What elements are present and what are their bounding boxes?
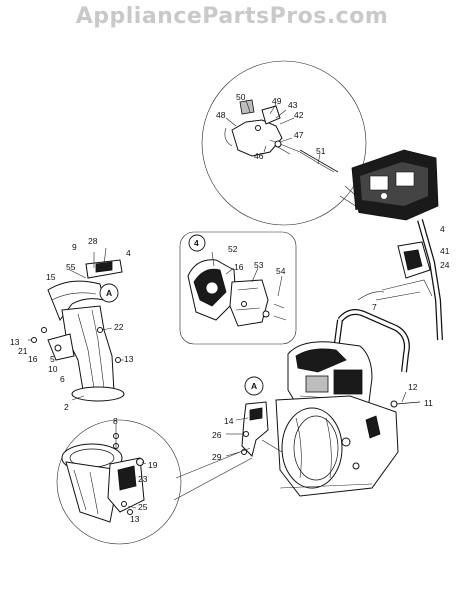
part-label: 51: [316, 146, 326, 156]
part-label: 24: [440, 260, 450, 270]
part-label: 7: [372, 302, 377, 312]
part-label: 22: [114, 322, 124, 332]
chute-mount-bracket: [225, 401, 283, 457]
callout-4-box: [188, 234, 206, 252]
part-label: 11: [424, 398, 433, 408]
bolt-hardware: [390, 391, 421, 408]
part-label: 50: [236, 92, 246, 102]
part-label: 43: [288, 100, 298, 110]
part-label: 48: [216, 110, 226, 120]
part-label: 13: [124, 354, 134, 364]
part-labels: 50 49 43 42 48 47 46 51 9 28 4 15 55 22 …: [10, 92, 450, 524]
part-label: 41: [440, 246, 450, 256]
callout-a-chute: [99, 283, 119, 303]
chute-assembly: [28, 247, 125, 402]
part-label: 23: [138, 474, 148, 484]
callout-a-housing: [244, 376, 264, 396]
detail-circle-cable: [201, 60, 367, 226]
part-label: 10: [48, 364, 58, 374]
part-label: 47: [294, 130, 304, 140]
detail-circle-chute-base: [56, 419, 182, 545]
callout-letter: 4: [194, 238, 199, 248]
part-label: 4: [126, 248, 131, 258]
part-label: 26: [212, 430, 222, 440]
part-label: 8: [113, 416, 118, 426]
part-label: 55: [66, 262, 76, 272]
part-label: 13: [10, 337, 20, 347]
engine-housing: [275, 291, 399, 497]
detail-box-gear: [179, 231, 297, 345]
part-label: 9: [72, 242, 77, 252]
part-label: 16: [28, 354, 38, 364]
part-label: 14: [224, 416, 234, 426]
part-label: 6: [60, 374, 65, 384]
part-label: 21: [18, 346, 28, 356]
part-label: 52: [228, 244, 238, 254]
detail-connector-line: [175, 447, 251, 479]
part-label: 2: [64, 402, 69, 412]
part-label: 4: [440, 224, 445, 234]
part-label: 53: [254, 260, 264, 270]
watermark-text: AppliancePartsPros.com: [75, 4, 389, 29]
callout-letter: A: [106, 288, 112, 298]
part-label: 54: [276, 266, 286, 276]
part-label: 13: [130, 514, 140, 524]
part-label: 29: [212, 452, 222, 462]
part-label: 12: [408, 382, 418, 392]
part-label: 16: [234, 262, 244, 272]
callout-letter: A: [251, 381, 257, 391]
part-label: 28: [88, 236, 98, 246]
part-label: 46: [254, 151, 264, 161]
part-label: 19: [148, 460, 158, 470]
part-label: 5: [50, 354, 55, 364]
detail-connector-line: [173, 457, 253, 501]
part-label: 49: [272, 96, 282, 106]
part-label: 15: [46, 272, 56, 282]
part-label: 42: [294, 110, 304, 120]
part-label: 25: [138, 502, 148, 512]
control-panel: [351, 149, 439, 221]
